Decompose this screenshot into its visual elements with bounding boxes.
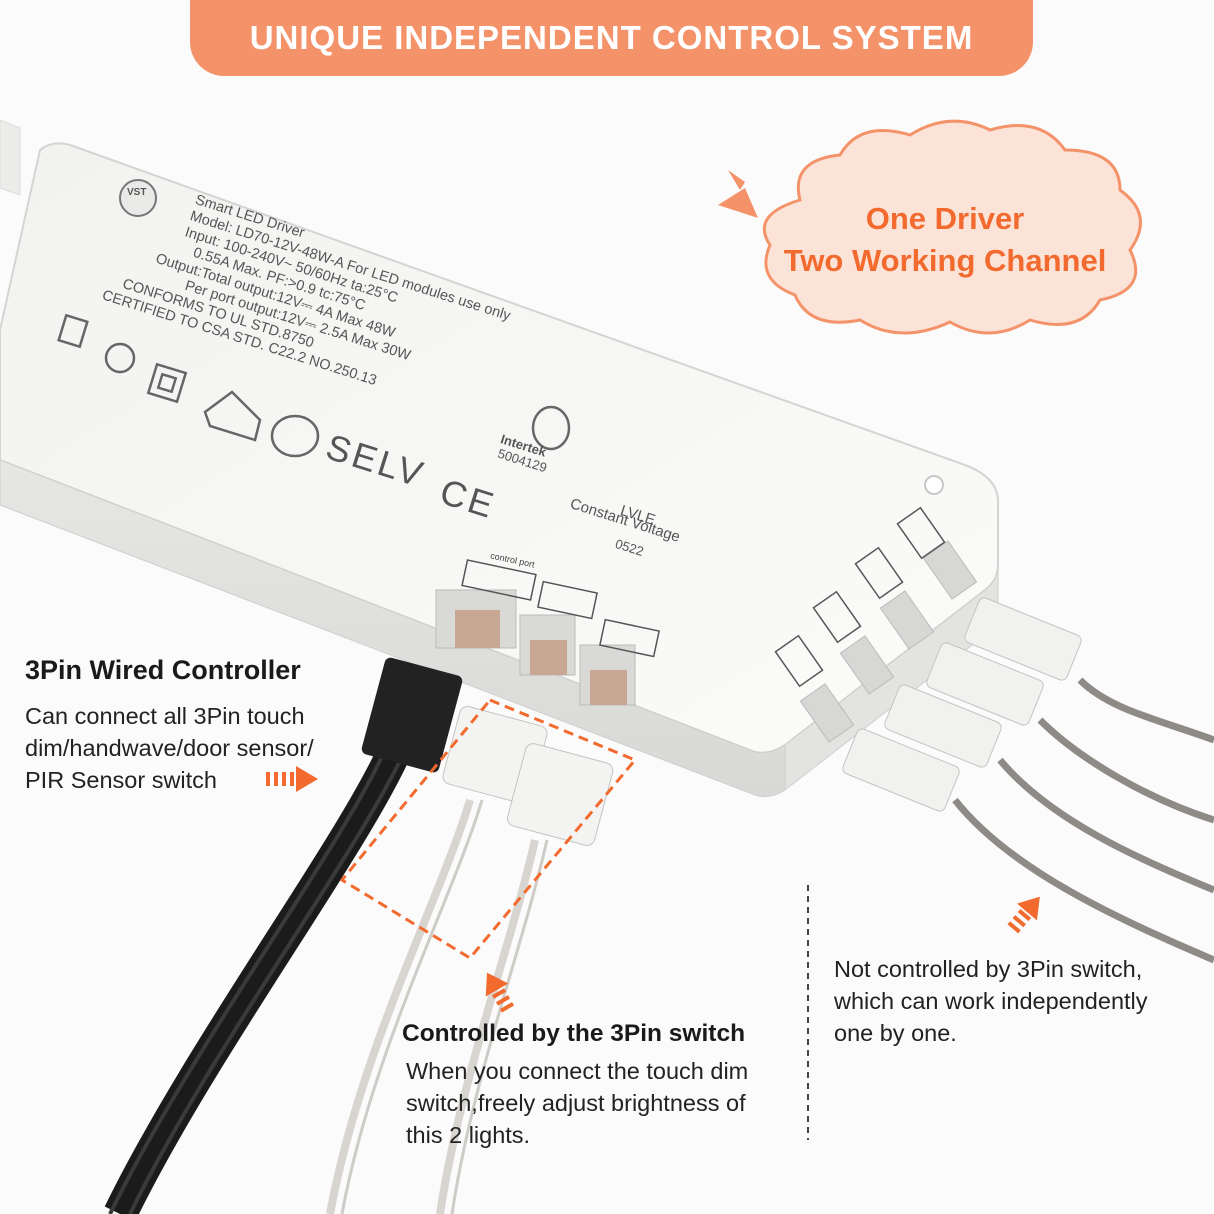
callout-text: One Driver Two Working Channel <box>770 198 1120 282</box>
description-line: one by one. <box>834 1020 957 1046</box>
right-connectors <box>842 597 1214 964</box>
description-line: which can work independently <box>834 988 1148 1014</box>
cloud-callout <box>718 119 1142 335</box>
controlled-description: When you connect the touch dim switch,fr… <box>406 1055 806 1151</box>
banner-title: UNIQUE INDEPENDENT CONTROL SYSTEM <box>249 19 974 56</box>
callout-line-1: One Driver <box>865 201 1025 236</box>
description-line: PIR Sensor switch <box>25 767 217 793</box>
side-port-polarity <box>774 506 946 688</box>
callout-line-2: Two Working Channel <box>783 243 1107 278</box>
description-line: Can connect all 3Pin touch <box>25 703 305 729</box>
description-line: switch,freely adjust brightness of <box>406 1090 746 1116</box>
description-line: this 2 lights. <box>406 1122 531 1148</box>
middle-connectors <box>326 706 614 1214</box>
arrow-icons <box>266 766 1040 1013</box>
black-3pin-cable <box>104 657 463 1214</box>
certification-symbols <box>57 313 571 458</box>
arrow-right-icon <box>266 766 318 792</box>
independent-description: Not controlled by 3Pin switch, which can… <box>834 953 1209 1049</box>
controlled-group-box <box>339 698 638 960</box>
brand-logo <box>119 179 157 217</box>
description-line: Not controlled by 3Pin switch, <box>834 956 1143 982</box>
arrow-upright-icon <box>1007 896 1040 934</box>
side-ports <box>799 540 978 743</box>
wired-controller-description: Can connect all 3Pin touch dim/handwave/… <box>25 700 385 796</box>
title-banner: UNIQUE INDEPENDENT CONTROL SYSTEM <box>190 0 1033 76</box>
description-line: dim/handwave/door sensor/ <box>25 735 314 761</box>
arrow-up-icon <box>485 972 515 1013</box>
brand-text: VST <box>127 187 147 198</box>
front-ports <box>435 559 660 706</box>
wired-controller-title: 3Pin Wired Controller <box>25 655 301 685</box>
controlled-title: Controlled by the 3Pin switch <box>402 1020 746 1047</box>
description-line: When you connect the touch dim <box>406 1058 749 1084</box>
